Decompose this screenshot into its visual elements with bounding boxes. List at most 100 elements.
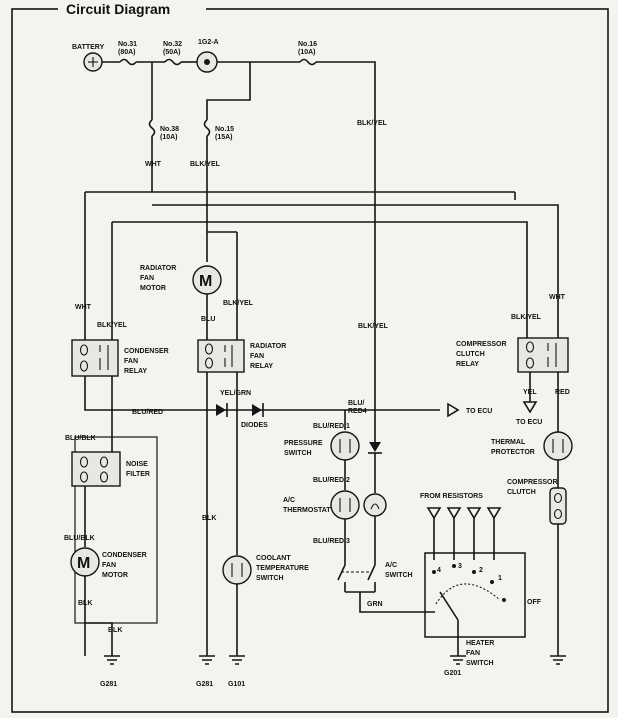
label-wht-top: WHT xyxy=(145,161,162,168)
label-blk-bottom: BLK xyxy=(108,627,122,634)
label-ac-thermostat-1: A/C xyxy=(283,497,295,504)
label-wht-right: WHT xyxy=(549,294,566,301)
label-condenser-motor-1: CONDENSER xyxy=(102,552,147,559)
heater-fan-switch-rotor xyxy=(432,564,506,637)
label-fuse-no16: No.16 xyxy=(298,41,317,48)
label-radiator-motor-3: MOTOR xyxy=(140,285,166,292)
ac-switch xyxy=(337,550,376,592)
heater-fan-switch-box xyxy=(424,552,526,638)
label-blublk-1: BLU/BLK xyxy=(65,435,96,442)
label-coolant-3: SWITCH xyxy=(256,575,284,582)
label-ac-switch-1: A/C xyxy=(385,562,397,569)
ac-thermostat xyxy=(330,490,360,520)
label-g201: G201 xyxy=(444,670,461,677)
label-condenser-motor-3: MOTOR xyxy=(102,572,128,579)
ground-compressor xyxy=(550,655,566,665)
indicator-lamp xyxy=(363,493,387,517)
diode-1 xyxy=(216,403,228,417)
ground-g281-left xyxy=(104,655,120,665)
condenser-circuit-enclosure xyxy=(74,436,158,624)
label-heater-3: SWITCH xyxy=(466,660,494,667)
condenser-fan-relay xyxy=(71,339,119,377)
label-coolant-1: COOLANT xyxy=(256,555,291,562)
label-blkyel-top: BLK/YEL xyxy=(190,161,221,168)
label-condenser-relay-2: FAN xyxy=(124,358,138,365)
coolant-temperature-switch xyxy=(222,555,252,585)
label-blured1: BLU/RED 1 xyxy=(313,423,350,430)
label-radiator-relay-1: RADIATOR xyxy=(250,343,286,350)
label-condenser-relay-1: CONDENSER xyxy=(124,348,169,355)
compressor-clutch xyxy=(549,487,567,525)
label-fuse-no31-rating: (80A) xyxy=(118,49,136,56)
label-fuse-no38-rating: (10A) xyxy=(160,134,178,141)
label-battery: BATTERY xyxy=(72,44,105,51)
label-g281-left: G281 xyxy=(100,681,117,688)
label-blured3: BLU/RED 3 xyxy=(313,538,350,545)
label-blu-rad: BLU xyxy=(201,316,215,323)
to-ecu-arrow-yel xyxy=(522,401,538,414)
label-pos1: 1 xyxy=(498,575,502,582)
label-blublk-2: BLU/BLK xyxy=(64,535,95,542)
resistor-inputs xyxy=(426,507,502,560)
label-red: RED xyxy=(555,389,570,396)
label-pressure-2: SWITCH xyxy=(284,450,312,457)
label-blk-left: BLK xyxy=(78,600,92,607)
label-blkyel-left: BLK/YEL xyxy=(97,322,128,329)
fuse-no16 xyxy=(299,58,317,66)
label-blured4-2: RED4 xyxy=(348,408,367,415)
compressor-clutch-relay xyxy=(517,337,569,373)
diagram-frame xyxy=(11,8,609,713)
label-g281-mid: G281 xyxy=(196,681,213,688)
label-radiator-motor-2: FAN xyxy=(140,275,154,282)
label-fuse-no32: No.32 xyxy=(163,41,182,48)
label-compressor-relay-3: RELAY xyxy=(456,361,479,368)
label-radiator-motor-1: RADIATOR xyxy=(140,265,176,272)
fuse-no31 xyxy=(119,58,137,66)
label-blkyel-right: BLK/YEL xyxy=(357,120,388,127)
label-condenser-relay-3: RELAY xyxy=(124,368,147,375)
label-fuse-no16-rating: (10A) xyxy=(298,49,316,56)
label-heater-1: HEATER xyxy=(466,640,494,647)
label-fuse-no38: No.38 xyxy=(160,126,179,133)
label-blk-mid: BLK xyxy=(202,515,216,522)
label-ac-thermostat-2: THERMOSTAT xyxy=(283,507,331,514)
diode-2 xyxy=(252,403,264,417)
label-grn: GRN xyxy=(367,601,383,608)
label-comp-clutch-2: CLUTCH xyxy=(507,489,536,496)
label-thermal-2: PROTECTOR xyxy=(491,449,535,456)
label-coolant-2: TEMPERATURE xyxy=(256,565,309,572)
battery-symbol xyxy=(83,52,103,72)
label-ig2a: 1G2-A xyxy=(198,39,219,46)
ground-g101 xyxy=(229,655,245,665)
label-blkyel-comp: BLK/YEL xyxy=(511,314,542,321)
label-from-resistors: FROM RESISTORS xyxy=(420,493,483,500)
label-fuse-no15: No.15 xyxy=(215,126,234,133)
label-compressor-relay-1: COMPRESSOR xyxy=(456,341,507,348)
ignition-switch-ig2a xyxy=(196,51,218,73)
label-noise-filter-2: FILTER xyxy=(126,471,150,478)
label-comp-clutch-1: COMPRESSOR xyxy=(507,479,558,486)
pressure-switch xyxy=(330,431,360,461)
label-yelgrn: YEL/GRN xyxy=(220,390,251,397)
fuse-no32 xyxy=(164,58,182,66)
label-blkyel-rad: BLK/YEL xyxy=(223,300,254,307)
label-compressor-relay-2: CLUTCH xyxy=(456,351,485,358)
condenser-fan-motor-symbol: M xyxy=(77,555,90,572)
label-g101: G101 xyxy=(228,681,245,688)
label-fuse-no31: No.31 xyxy=(118,41,137,48)
label-condenser-motor-2: FAN xyxy=(102,562,116,569)
label-yel: YEL xyxy=(523,389,537,396)
diode-3 xyxy=(368,442,382,454)
label-heater-2: FAN xyxy=(466,650,480,657)
label-to-ecu-2: TO ECU xyxy=(516,419,542,426)
to-ecu-arrow-1 xyxy=(447,402,460,418)
label-pos3: 3 xyxy=(458,563,462,570)
label-fuse-no15-rating: (15A) xyxy=(215,134,233,141)
ground-g281-mid xyxy=(199,655,215,665)
label-to-ecu-1: TO ECU xyxy=(466,408,492,415)
label-radiator-relay-2: FAN xyxy=(250,353,264,360)
label-blured-wire: BLU/RED xyxy=(132,409,163,416)
radiator-fan-relay xyxy=(197,339,245,373)
